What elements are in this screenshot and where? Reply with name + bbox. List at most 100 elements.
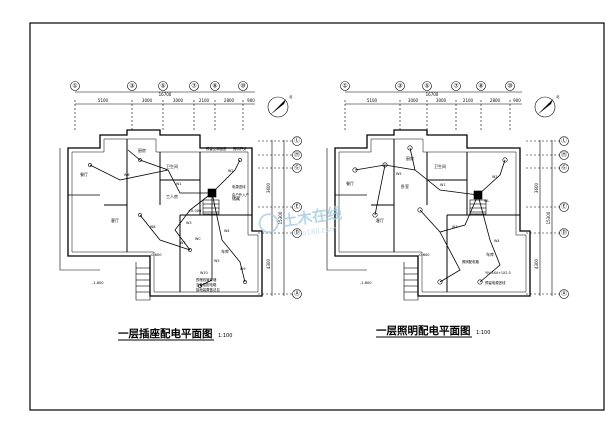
right-circuit-tags: W1 W2 W3 W4 W5 WL [396,172,500,243]
distribution-panel [207,188,217,198]
circuit-tag: W1 [440,183,446,187]
circuit-line [199,193,213,287]
dimension-text: 2800 [224,98,235,103]
annotation-text: 预留电源进线 [485,280,506,285]
axis-bubble [292,228,302,238]
north-arrow-right: 北 [534,94,560,118]
circuit-tag: W5 [214,259,220,263]
room-label: 卫生间 [166,163,178,169]
circuit-tag: WL [484,199,489,203]
circuit-tag: W9 [240,267,246,271]
room-label: 厨房 [138,147,146,153]
circuit-line [211,192,246,283]
axis-bubble [292,150,302,160]
left-levels: -0.600 -1.800 ±0.000 [92,209,202,285]
axis-bubble [127,81,137,91]
light-fixture [502,157,508,163]
level-mark: -0.600 [150,253,162,257]
annotation-text: YJV-3X4+1X2.5 [485,271,511,275]
light-fixture [477,279,483,285]
light-fixture [382,162,388,168]
watermark: 土木在线 co188.com [258,204,343,238]
watermark-logo-icon [258,213,279,234]
dimension-text: 3000 [173,98,184,103]
circuit-line [174,192,213,251]
light-fixture [437,279,443,285]
light-fixture [352,167,358,173]
north-arrow-left: 北 [267,94,293,118]
circuit-tag: W2 [228,169,234,173]
axis-bubble [559,289,569,299]
socket-symbol [188,248,192,252]
axis-bubble [189,81,199,91]
axis-label: ① [72,83,77,90]
axis-label: Ⓔ [294,203,300,211]
axis-bubble [210,81,220,91]
dimension-text: 3600 [534,182,539,193]
sheet-frame [29,22,605,411]
level-mark: -0.600 [418,253,430,257]
dimension-text: 3600 [266,182,271,193]
annotation-text: 至各层配电箱 [196,282,217,287]
overall-dimension: 16700 [426,92,439,97]
circuit-line [419,194,479,233]
circuit-line [477,194,501,283]
dimension-text: 900 [513,98,521,103]
plan-scale: 1:100 [218,333,232,339]
axis-label: ③ [129,83,134,90]
annotation-text: 由户外入户 [232,192,249,197]
axis-bubble [292,163,302,173]
annotation-text: 预埋线管穿墙 [196,277,217,282]
axis-label: Ⓓ [561,229,567,237]
axis-label: ⑧ [478,83,483,90]
axis-bubble [451,81,461,91]
axis-bubble [505,81,515,91]
circuit-line [409,147,416,171]
room-label: 储藏 [232,195,240,201]
dimension-text: 900 [247,98,255,103]
lighting-circuits [354,147,506,283]
axis-bubble [70,81,80,91]
dimension-text: 3000 [142,98,153,103]
axis-bubble [238,81,248,91]
right-annotations: 照明配电箱 YJV-3X4+1X2.5 预留电源进线 [462,259,511,285]
axis-label: ⑩ [240,83,245,90]
circuit-line [139,214,191,251]
axis-bubble [559,202,569,212]
circuit-tag: W3 [186,221,192,225]
dimension-text: 5100 [98,98,109,103]
axis-bubble [158,81,168,91]
overall-dimension: 16700 [159,92,172,97]
level-mark: -1.800 [360,281,372,285]
axis-bubble [559,136,569,146]
axis-label: ⑤ [160,83,165,90]
dimension-text: 15300 [278,211,283,224]
dimension-text: 2100 [463,98,474,103]
axis-label: Ⓛ [294,137,300,145]
dimension-text: 3000 [408,98,419,103]
axis-bubble [559,163,569,173]
circuit-tag: W1 [176,182,182,186]
level-mark: -1.800 [92,281,104,285]
axis-bubble [476,81,486,91]
terrace-outline [59,148,100,271]
room-label: 客厅 [111,217,119,223]
north-label: 北 [289,94,293,99]
left-right-axis-bubbles [292,136,302,299]
circuit-line [89,164,169,181]
circuit-line [477,159,506,196]
axis-label: Ⓗ [294,151,300,159]
entry-steps [135,262,151,301]
axis-bubble [340,81,350,91]
circuit-tag: W3 [452,225,458,229]
left-circuit-tags: W1 W2 W3 W4 W5 W6 W7 W8 W9 W10 WC [124,169,246,275]
circuit-tag: WC [195,237,201,241]
socket-symbol [138,213,142,217]
annotation-text: 接地装置做法见 [196,287,220,292]
room-label: 工人房 [166,193,178,199]
dimension-text: 4300 [266,258,271,269]
socket-symbol [88,163,92,167]
circuit-line [211,159,241,194]
socket-symbol [198,284,202,288]
